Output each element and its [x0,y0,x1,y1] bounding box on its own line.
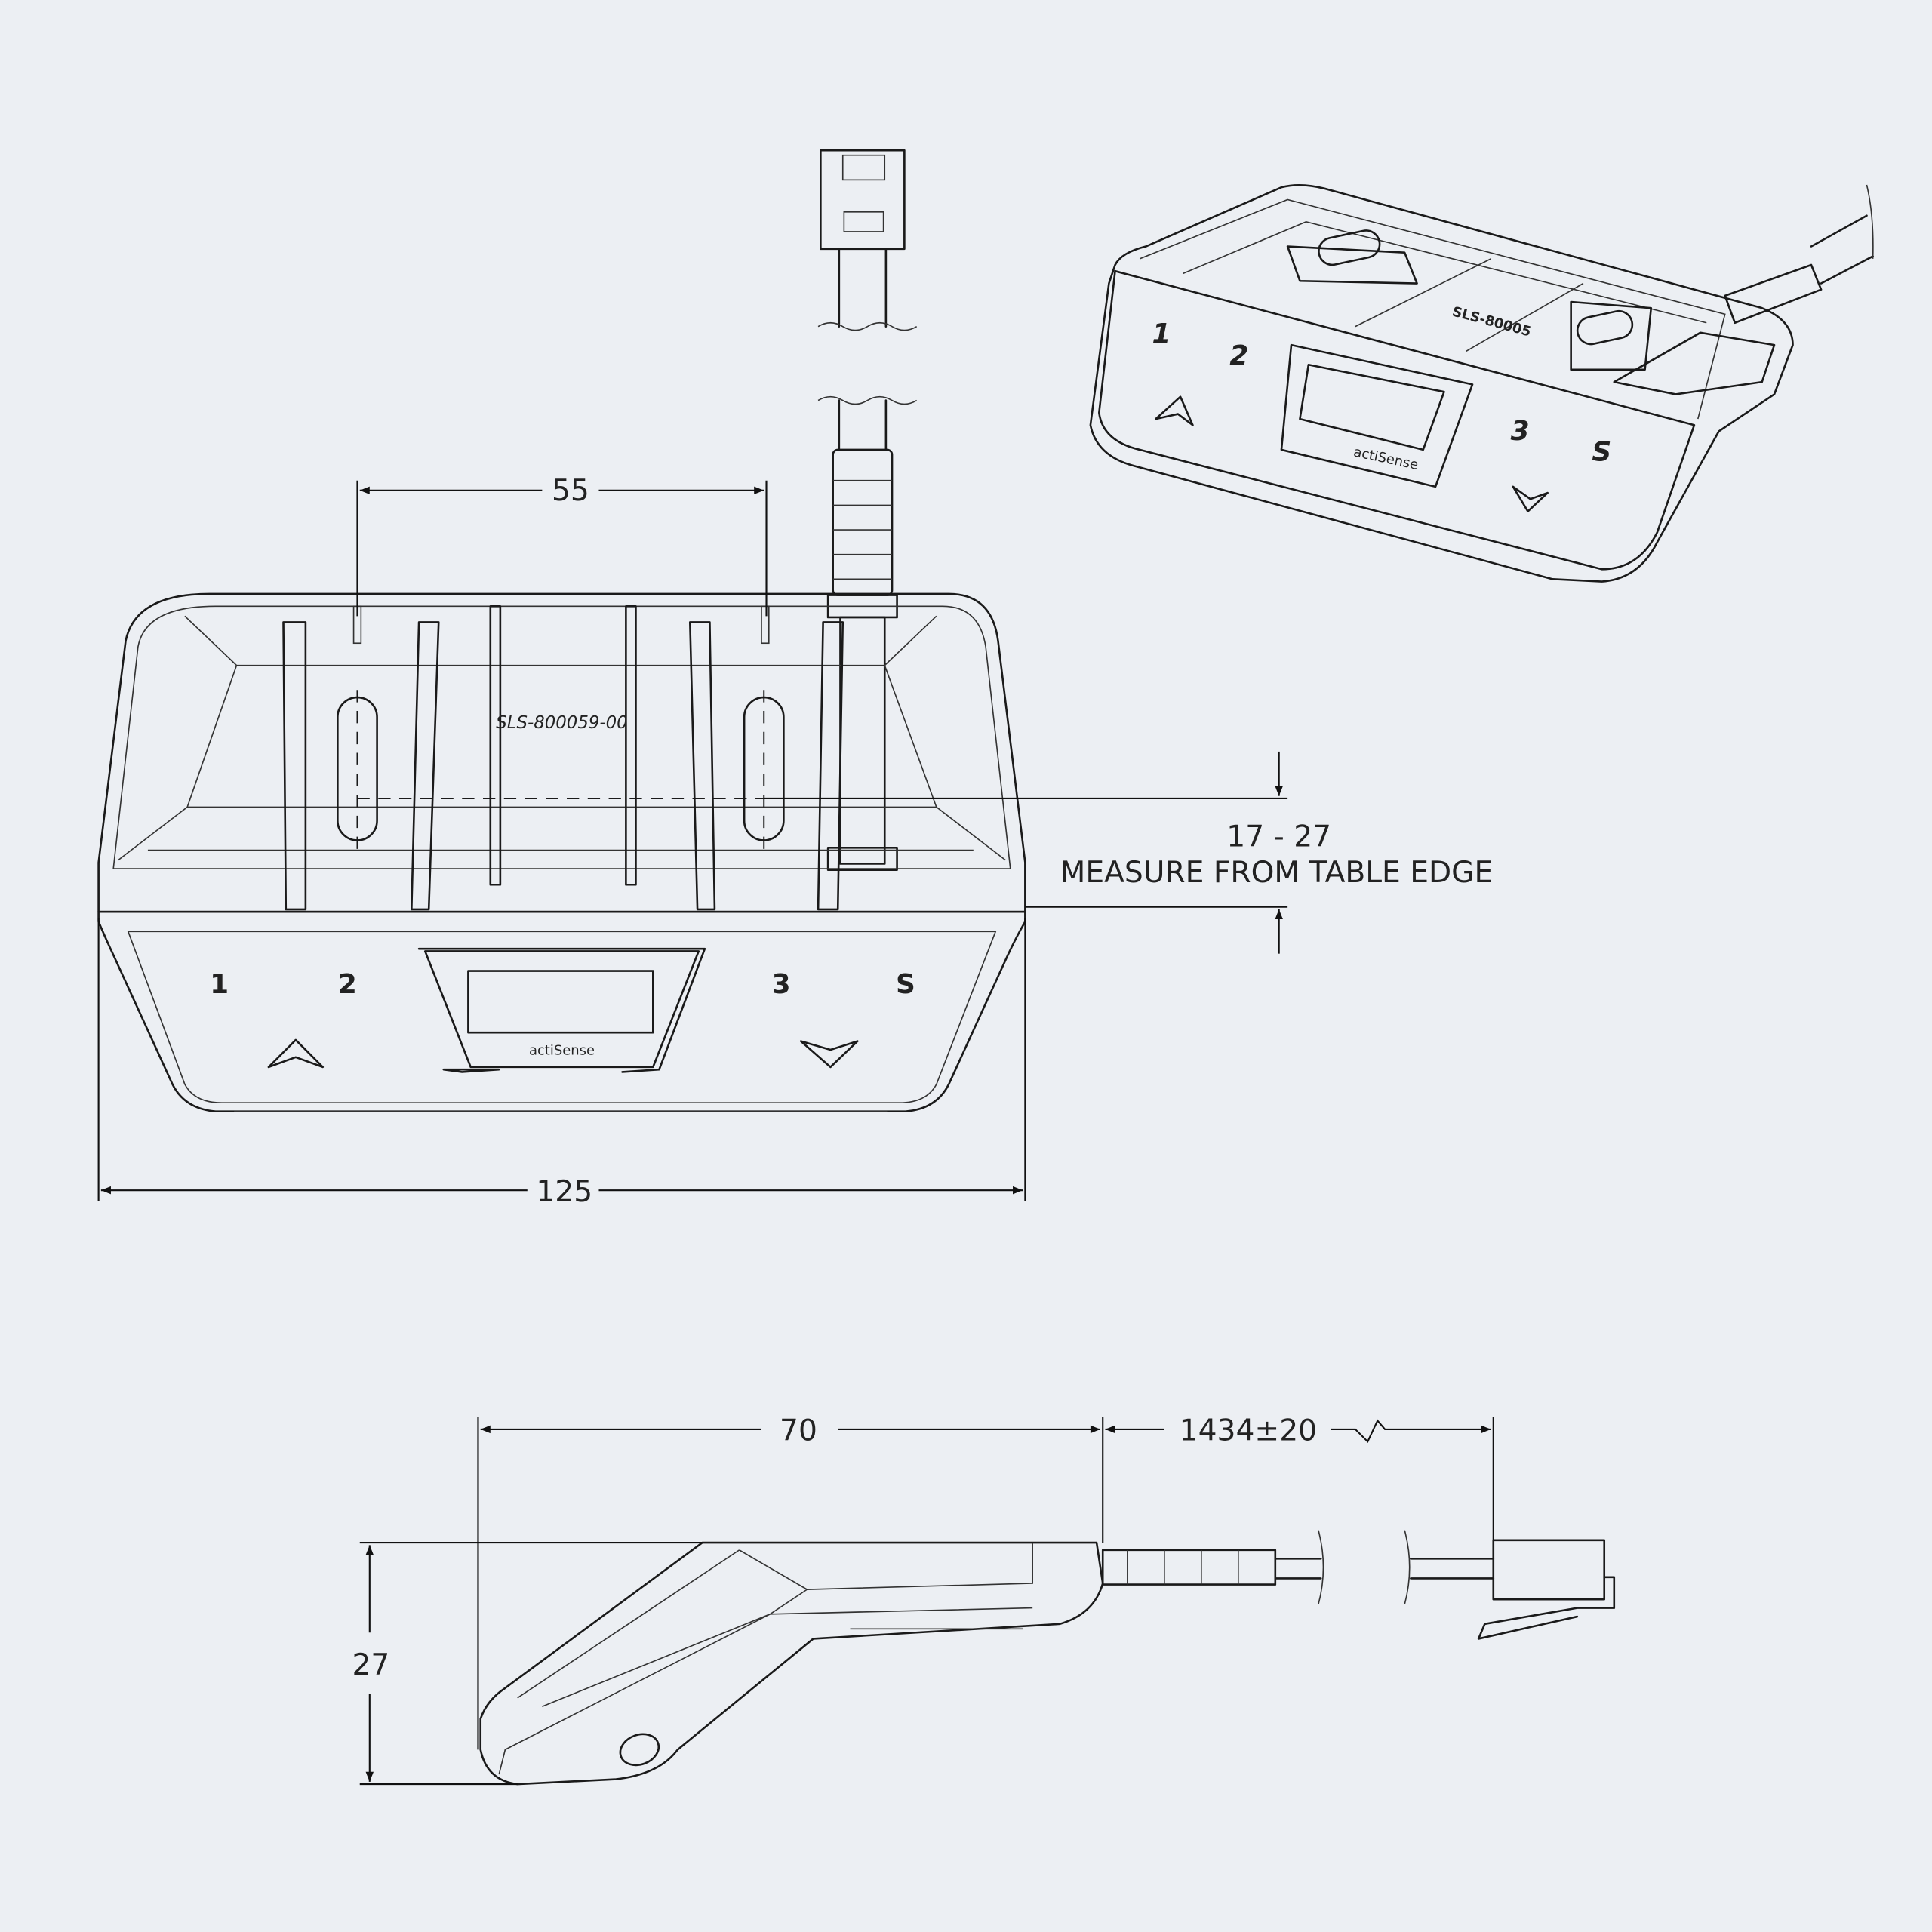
iso-view: actiSense SLS-80005 1 2 3 S [1089,184,1874,583]
dimension-cable-length-label: 1434±20 [1180,1414,1317,1448]
dimension-55: 55 [356,474,768,617]
side-view: 70 1434±20 27 [352,1414,1616,1786]
iso-key-s: S [1592,437,1611,468]
key-1-label: 1 [210,969,229,1000]
iso-down-arrow-icon [1512,485,1549,512]
iso-up-arrow-icon [1155,395,1194,426]
dimension-55-label: 55 [552,474,589,508]
dimension-27: 27 [352,1542,703,1786]
part-number-label: SLS-800059-00 [496,713,628,733]
dimension-70: 70 [477,1414,1104,1750]
iso-key-1: 1 [1152,318,1171,349]
key-3-label: 3 [772,969,791,1000]
up-arrow-icon [267,1038,325,1069]
dimension-27-label: 27 [352,1648,389,1682]
iso-part-number: SLS-80005 [1451,304,1533,340]
dimension-offset: 17 - 27 MEASURE FROM TABLE EDGE [764,751,1494,954]
key-2-label: 2 [338,969,357,1000]
down-arrow-icon [799,1040,859,1069]
rj-connector-top [817,149,918,451]
dimension-cable-length: 1434±20 [1105,1414,1494,1540]
iso-key-3: 3 [1511,416,1530,447]
brand-label: actiSense [529,1043,595,1059]
key-s-label: S [896,969,915,1000]
dimension-offset-note: MEASURE FROM TABLE EDGE [1060,856,1494,890]
dimension-125-label: 125 [536,1175,592,1209]
dimension-70-label: 70 [780,1414,817,1448]
iso-key-2: 2 [1229,340,1248,371]
front-view: SLS-800059-00 actiSense 1 2 3 S 55 125 [97,149,1494,1209]
dimension-125: 125 [97,918,1026,1209]
dimension-offset-label: 17 - 27 [1226,820,1331,854]
